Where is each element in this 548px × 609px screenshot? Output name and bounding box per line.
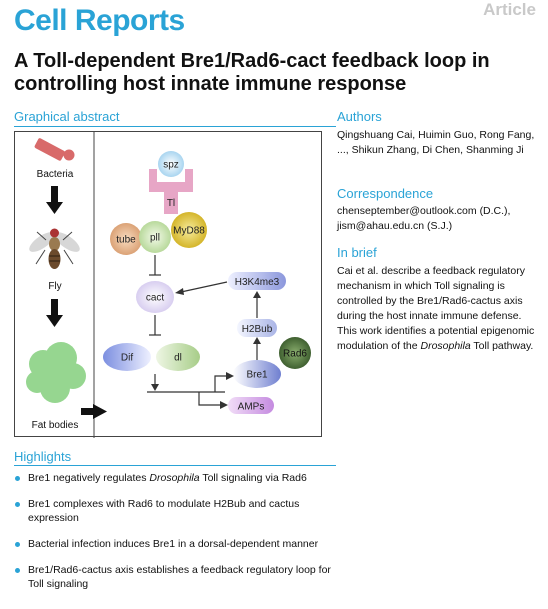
authors-text: Qingshuang Cai, Huimin Guo, Rong Fang, .… bbox=[337, 129, 535, 156]
cact-node bbox=[136, 281, 174, 313]
fly-icon bbox=[29, 228, 80, 269]
spz-node bbox=[158, 151, 184, 177]
h2bub-label: H2Bub bbox=[242, 324, 273, 335]
arrow-h3k4me3-to-cact bbox=[175, 281, 228, 295]
myd88-node bbox=[171, 212, 207, 248]
bacteria-label: Bacteria bbox=[37, 169, 74, 180]
highlights-rule bbox=[14, 465, 336, 466]
dif-label: Dif bbox=[121, 353, 133, 364]
highlight-item: Bre1/Rad6-cactus axis establishes a feed… bbox=[14, 563, 334, 591]
graphical-abstract-heading: Graphical abstract bbox=[14, 109, 120, 124]
article-title: A Toll-dependent Bre1/Rad6-cact feedback… bbox=[14, 50, 490, 95]
arrow-bre1-to-h2bub bbox=[253, 337, 261, 360]
rad6-node bbox=[279, 337, 311, 369]
pll-label: pll bbox=[150, 233, 160, 244]
h2bub-node bbox=[237, 319, 277, 337]
correspondence-heading: Correspondence bbox=[337, 186, 434, 201]
arrow-head bbox=[220, 401, 228, 409]
journal-title: Cell Reports bbox=[14, 4, 185, 37]
correspondence-email-1[interactable]: chenseptember@outlook.com (D.C.), bbox=[337, 205, 511, 217]
spz-label: spz bbox=[163, 160, 179, 171]
toll-receptor-icon bbox=[149, 169, 193, 214]
amps-label: AMPs bbox=[238, 402, 265, 413]
fat-bodies-label: Fat bodies bbox=[32, 420, 79, 431]
highlight-item: Bacterial infection induces Bre1 in a do… bbox=[14, 537, 334, 551]
dif-node bbox=[103, 343, 151, 371]
pll-node bbox=[139, 221, 171, 253]
authors-heading: Authors bbox=[337, 109, 382, 124]
graphical-abstract-rule bbox=[14, 126, 336, 127]
fat-bodies-icon bbox=[26, 342, 86, 403]
article-type-label: Article bbox=[483, 0, 536, 19]
inhibition-arrow bbox=[149, 255, 161, 276]
inhibition-arrow bbox=[149, 315, 161, 336]
down-arrow-icon bbox=[46, 186, 63, 214]
correspondence-text: chenseptember@outlook.com (D.C.), jism@a… bbox=[337, 204, 542, 234]
down-arrow-icon bbox=[46, 299, 63, 327]
correspondence-email-2[interactable]: jism@ahau.edu.cn (S.J.) bbox=[337, 220, 453, 232]
bre1-label: Bre1 bbox=[246, 370, 268, 381]
right-arrow-icon bbox=[81, 404, 107, 419]
tube-label: tube bbox=[116, 235, 136, 246]
highlights-list: Bre1 negatively regulates Drosophila Tol… bbox=[14, 469, 334, 591]
arrow-h2bub-to-h3k4me3 bbox=[253, 291, 261, 318]
myd88-label: MyD88 bbox=[173, 226, 205, 237]
highlight-item: Bre1 negatively regulates Drosophila Tol… bbox=[14, 471, 334, 485]
h3k4me3-label: H3K4me3 bbox=[235, 277, 280, 288]
arrow-head bbox=[151, 384, 159, 391]
amps-node bbox=[228, 397, 274, 414]
in-brief-text: Cai et al. describe a feedback regulator… bbox=[337, 265, 535, 352]
highlight-item: Bre1 complexes with Rad6 to modulate H2B… bbox=[14, 497, 334, 525]
bre1-node bbox=[233, 360, 281, 388]
in-brief-heading: In brief bbox=[337, 245, 377, 260]
fly-label: Fly bbox=[48, 281, 61, 292]
transcription-arrows bbox=[147, 374, 227, 406]
tube-node bbox=[110, 223, 142, 255]
h3k4me3-node bbox=[228, 272, 286, 290]
rad6-label: Rad6 bbox=[283, 349, 307, 360]
dl-node bbox=[156, 343, 200, 371]
cact-label: cact bbox=[146, 293, 165, 304]
dl-label: dl bbox=[174, 353, 182, 364]
arrow-head bbox=[226, 372, 234, 380]
bacteria-icon bbox=[34, 138, 75, 161]
graphical-abstract: Bacteria Fly bbox=[14, 131, 322, 438]
tl-label: Tl bbox=[167, 198, 175, 209]
highlights-heading: Highlights bbox=[14, 449, 72, 464]
